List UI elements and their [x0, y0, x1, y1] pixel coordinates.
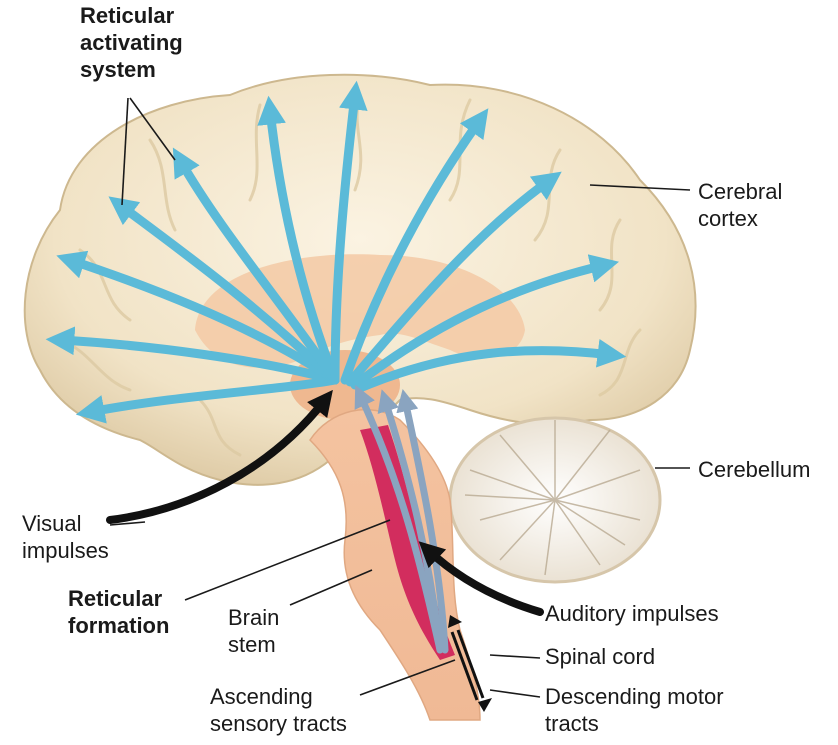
label-reticular-formation: Reticular formation — [68, 586, 170, 638]
ras-arrow-2 — [45, 326, 340, 385]
ras-arrow-8 — [340, 108, 489, 385]
ras-arrow-3 — [56, 250, 340, 385]
cerebellum-folia — [464, 420, 641, 576]
leader-lines — [109, 97, 691, 698]
spinal-double-arrow — [448, 615, 492, 712]
label-auditory-impulses: Auditory impulses — [545, 601, 719, 626]
label-reticular-activating-system: Reticular activating system — [80, 3, 183, 82]
label-brain-stem: Brain stem — [228, 605, 280, 657]
auditory-impulse-arrow — [418, 541, 544, 616]
ras-arrow-7 — [330, 80, 368, 385]
ras-arrow-11 — [355, 338, 627, 393]
ras-arrow-4 — [108, 196, 340, 385]
label-visual-impulses: Visual impulses — [22, 511, 109, 563]
ras-arrow-5 — [172, 147, 340, 385]
ras-arrow-10 — [350, 254, 620, 390]
label-cerebral-cortex: Cerebral cortex — [698, 179, 783, 231]
ras-arrows — [45, 80, 627, 424]
ras-arrow-9 — [345, 171, 562, 387]
ascending-sensory-arrows — [354, 384, 449, 654]
label-spinal-cord: Spinal cord — [545, 644, 656, 669]
ras-arrow-1 — [75, 375, 340, 424]
ras-arrow-6 — [257, 95, 340, 385]
label-descending-motor-tracts: Descending motor tracts — [545, 684, 724, 736]
label-cerebellum: Cerebellum — [698, 457, 811, 482]
visual-impulse-arrow — [106, 389, 333, 524]
label-ascending-sensory-tracts: Ascending sensory tracts — [210, 684, 347, 736]
